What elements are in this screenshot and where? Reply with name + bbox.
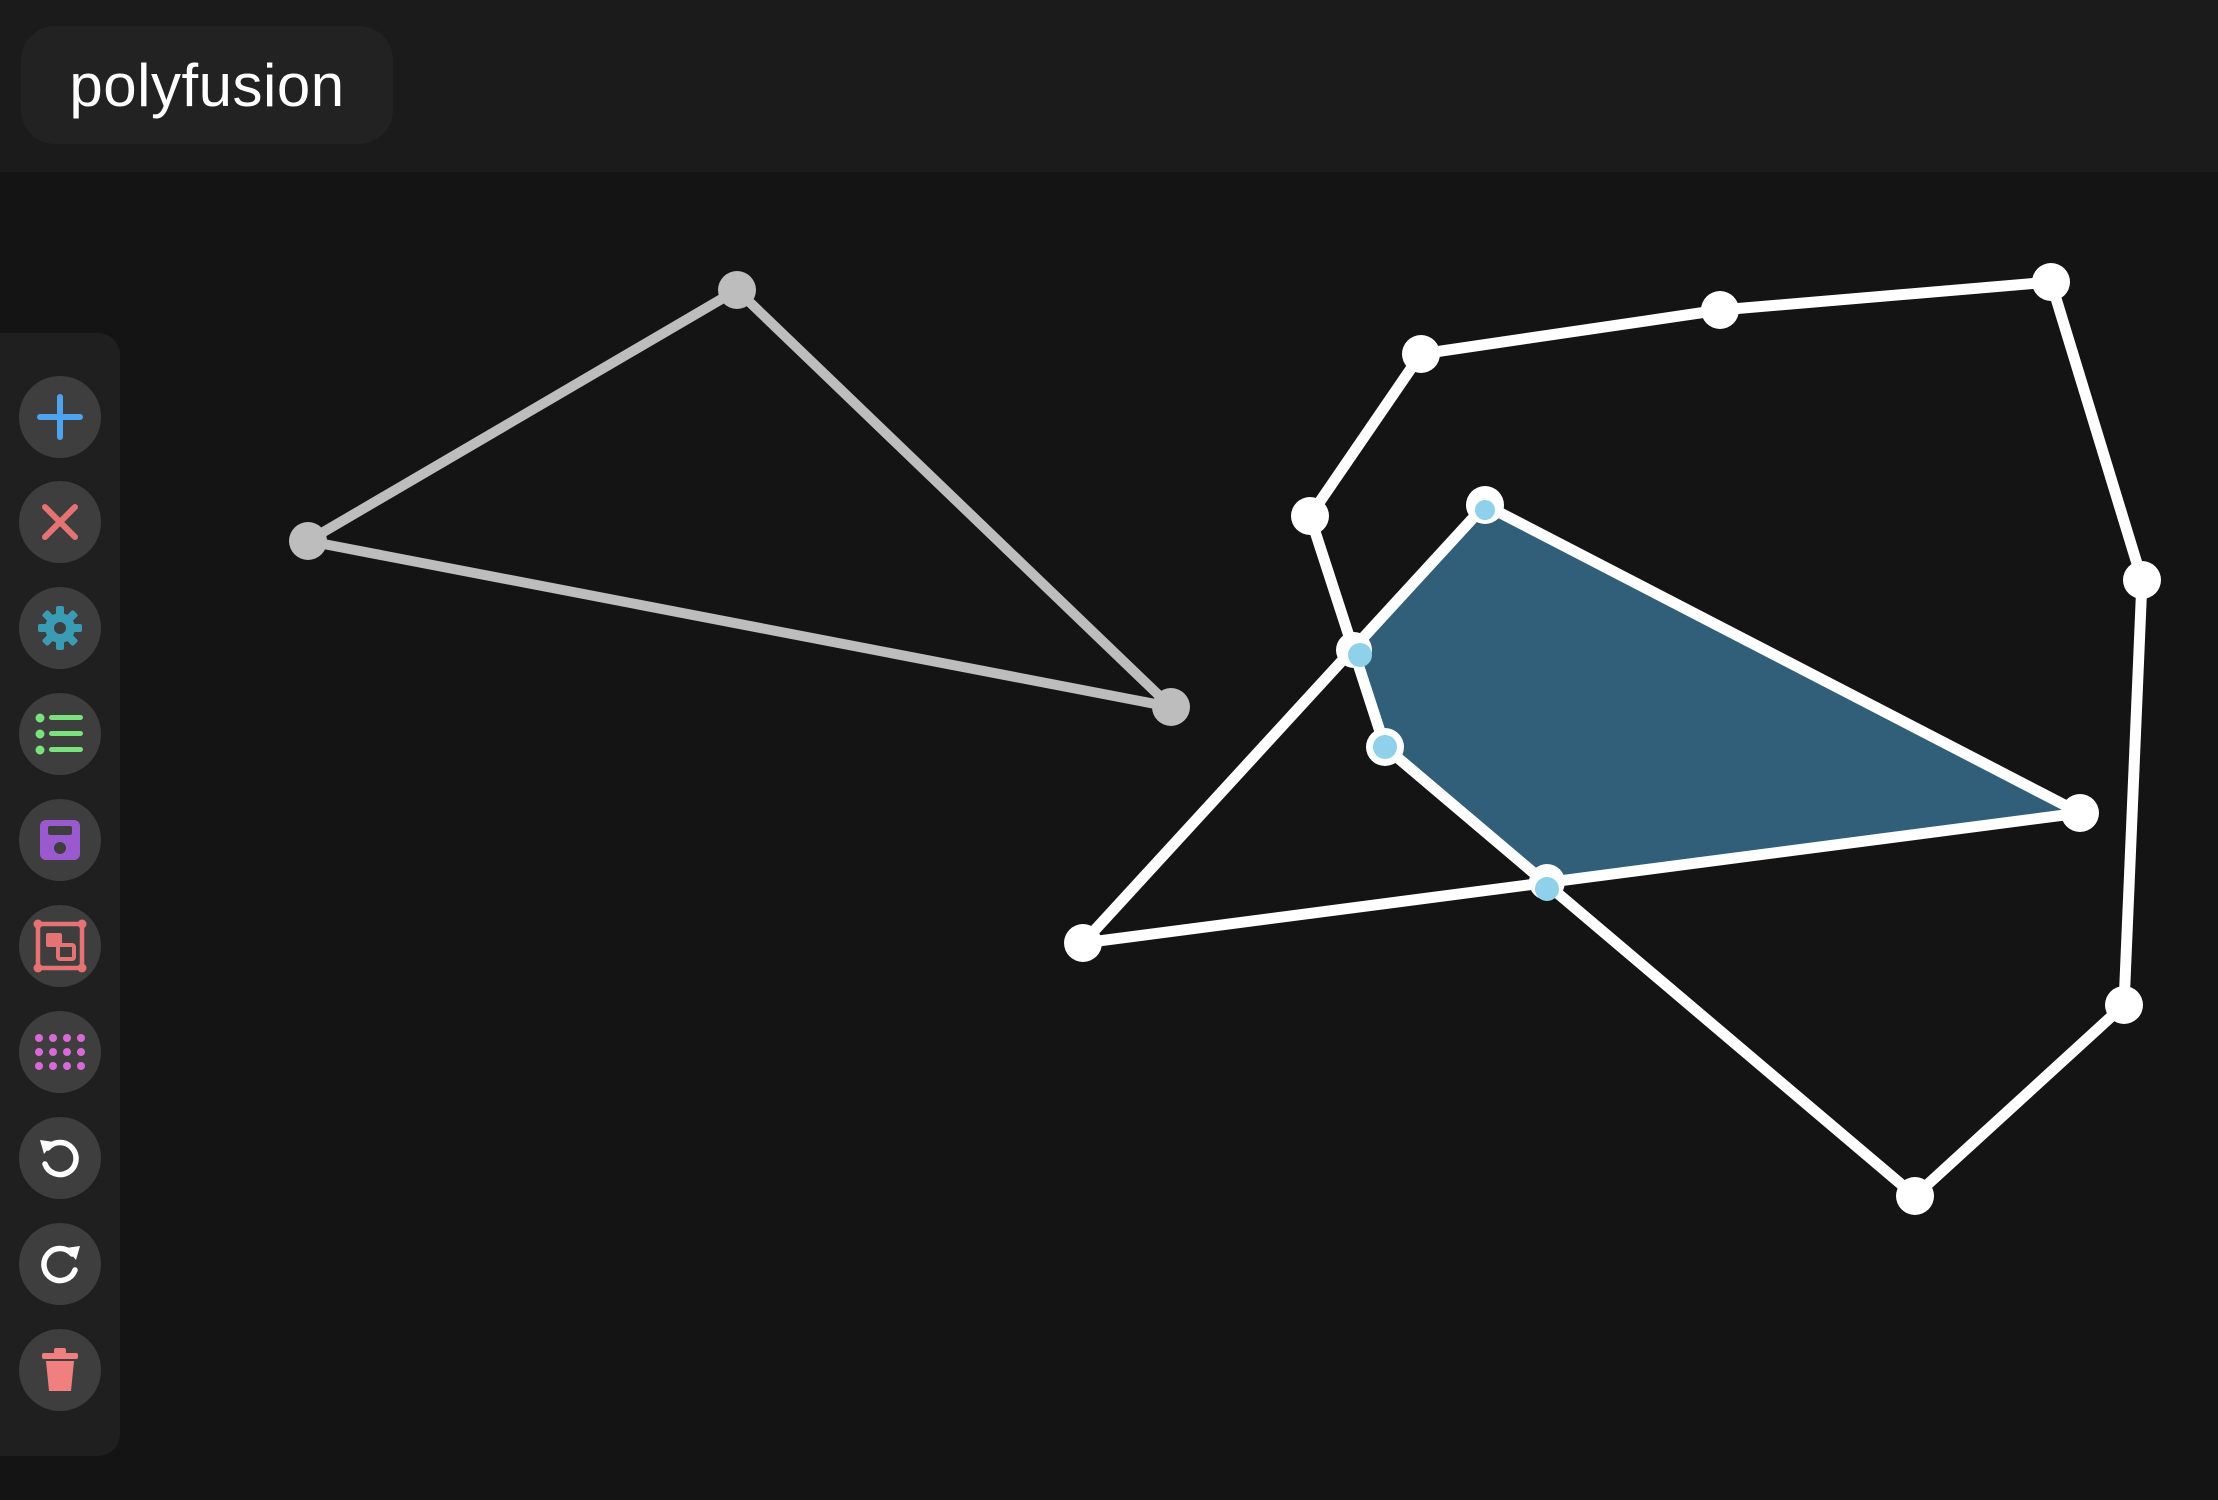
polygon-vertex[interactable] [1896,1177,1934,1215]
overlap-shapes-icon [32,918,88,974]
grid-button[interactable] [19,1011,101,1093]
polygon-vertex[interactable] [1402,335,1440,373]
intersection-vertex-highlight [1348,643,1372,667]
polygon-vertex[interactable] [1152,688,1190,726]
undo-button[interactable] [19,1117,101,1199]
tool-sidebar [0,333,120,1456]
top-bar: polyfusion [0,0,2218,172]
undo-icon [36,1134,84,1182]
floppy-disk-icon [36,816,84,864]
delete-button[interactable] [19,1329,101,1411]
add-polygon-button[interactable] [19,376,101,458]
intersection-vertex-highlight [1535,877,1559,901]
redo-button[interactable] [19,1223,101,1305]
intersection-region [1354,505,2080,882]
list-button[interactable] [19,693,101,775]
polygon-vertex[interactable] [718,271,756,309]
triangle-outline[interactable] [303,285,1176,712]
polygon-triangle[interactable] [289,271,1190,726]
polygon-vertex[interactable] [1291,497,1329,535]
redo-icon [36,1240,84,1288]
polygon-vertex[interactable] [2105,986,2143,1024]
polygon-outer[interactable] [1291,263,2161,1215]
dot-grid-icon [34,1033,86,1071]
plus-icon [34,391,86,443]
polygon-vertex[interactable] [289,522,327,560]
boolean-operation-button[interactable] [19,905,101,987]
trash-icon [39,1347,81,1393]
intersection-vertices [1336,500,1565,901]
polygon-vertex[interactable] [2032,263,2070,301]
inner-polygon-outline[interactable] [1077,499,2086,949]
list-icon [34,711,86,757]
polygon-vertex[interactable] [1701,291,1739,329]
gear-icon [35,603,85,653]
polygon-vertex[interactable] [1064,924,1102,962]
save-button[interactable] [19,799,101,881]
polygon-inner[interactable] [1064,486,2099,962]
intersection-vertex-highlight [1373,735,1397,759]
close-icon [37,499,83,545]
cancel-button[interactable] [19,481,101,563]
app-title: polyfusion [69,51,345,119]
intersection-vertex-highlight [1475,500,1495,520]
polygon-vertex[interactable] [2061,794,2099,832]
settings-button[interactable] [19,587,101,669]
polygon-vertex[interactable] [2123,561,2161,599]
brand-badge: polyfusion [21,26,393,144]
